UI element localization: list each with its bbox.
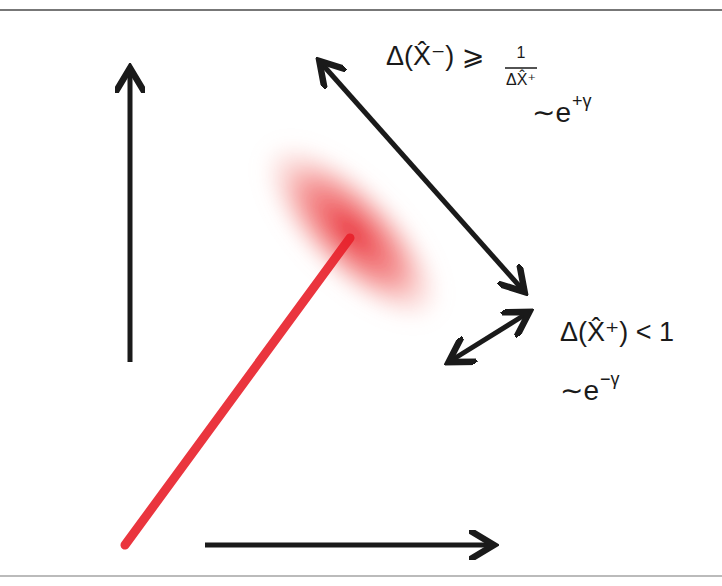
horizontal-axis — [205, 543, 490, 548]
scaling-exponent: −γ — [600, 370, 620, 390]
uncertainty-label: Δ(X̂⁺) < 1 — [560, 318, 674, 348]
fraction-bar — [505, 67, 537, 69]
vertical-axis — [128, 72, 133, 362]
fraction-denominator: ΔX̂⁺ — [506, 71, 536, 89]
uncertainty-label: Δ(X̂⁻) ⩾ — [386, 42, 484, 72]
fraction-numerator: 1 — [517, 44, 526, 62]
amplitude-line — [125, 238, 350, 545]
antisqueezed-width-arrow — [322, 64, 522, 289]
scaling-label: ∼e — [560, 376, 599, 407]
squeezed-width-arrow — [452, 314, 526, 360]
bottom-rule — [0, 575, 722, 577]
scaling-exponent: +γ — [572, 92, 592, 112]
scaling-label: ∼e — [532, 98, 571, 129]
squeezed-ellipse — [235, 115, 470, 350]
top-rule — [0, 9, 722, 11]
